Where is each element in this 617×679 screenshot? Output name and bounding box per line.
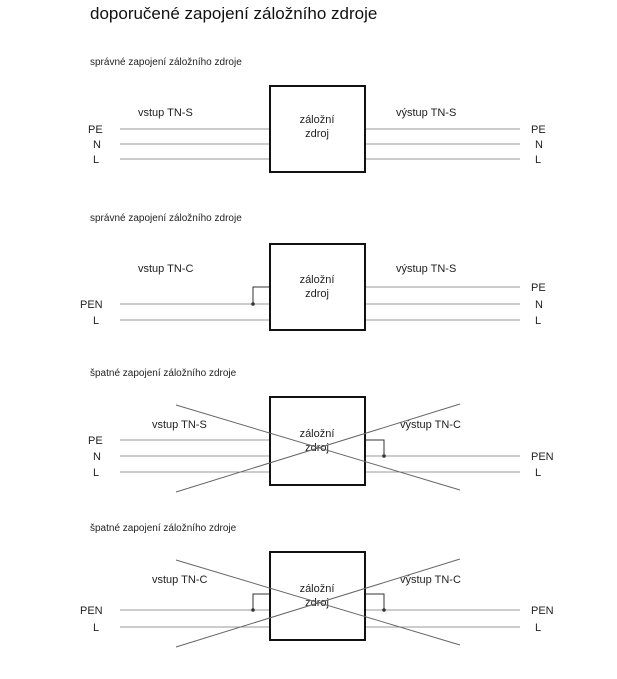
- section-1-left-n: N: [93, 139, 101, 151]
- section-2-input-label: vstup TN-C: [138, 263, 193, 275]
- section-1-output-label: výstup TN-S: [396, 107, 456, 119]
- section-4-right-pen: PEN: [531, 605, 554, 617]
- section-1-left-l: L: [93, 154, 99, 166]
- section-4-right-l: L: [535, 622, 541, 634]
- section-4-wires: [120, 609, 520, 628]
- section-3-wires: [120, 439, 520, 473]
- section-3: špatné zapojení záložního zdroje PE N L …: [88, 368, 554, 493]
- section-1-wires: [120, 128, 520, 160]
- section-4-pen-bridge-in: [251, 593, 270, 612]
- section-4-input-label: vstup TN-C: [152, 574, 207, 586]
- section-3-input-label: vstup TN-S: [152, 419, 207, 431]
- section-1-caption: správné zapojení záložního zdroje: [90, 57, 242, 68]
- section-1-box-line2: zdroj: [305, 128, 329, 140]
- section-4-left-pen: PEN: [80, 605, 103, 617]
- section-2-pen-bridge: [251, 286, 270, 306]
- section-3-left-n: N: [93, 451, 101, 463]
- section-4-box-line1: záložní: [300, 583, 335, 595]
- section-2-left-l: L: [93, 315, 99, 327]
- section-1-right-pe: PE: [531, 124, 546, 136]
- section-2-right-n: N: [535, 299, 543, 311]
- section-2-left-pen: PEN: [80, 299, 103, 311]
- section-4: špatné zapojení záložního zdroje PEN L P…: [80, 523, 554, 648]
- section-4-caption: špatné zapojení záložního zdroje: [90, 523, 237, 534]
- section-2-box-line1: záložní: [300, 274, 335, 286]
- section-2: správné zapojení záložního zdroje vstup …: [80, 213, 546, 331]
- section-4-ups-box: [269, 551, 366, 641]
- section-1-right-n: N: [535, 139, 543, 151]
- section-1-box-line1: záložní: [300, 114, 335, 126]
- page-title: doporučené zapojení záložního zdroje: [90, 4, 378, 23]
- section-3-box-line1: záložní: [300, 428, 335, 440]
- section-4-left-l: L: [93, 622, 99, 634]
- section-3-left-l: L: [93, 467, 99, 479]
- section-4-output-label: výstup TN-C: [400, 574, 461, 586]
- section-3-output-label: výstup TN-C: [400, 419, 461, 431]
- section-1: správné zapojení záložního zdroje vstup …: [88, 57, 546, 173]
- section-3-ups-box: [269, 396, 366, 486]
- section-3-caption: špatné zapojení záložního zdroje: [90, 368, 237, 379]
- section-4-cross-out: [175, 558, 461, 648]
- section-1-input-label: vstup TN-S: [138, 107, 193, 119]
- section-3-cross-out: [175, 403, 461, 493]
- section-1-ups-box: [269, 85, 366, 173]
- section-2-right-pe: PE: [531, 282, 546, 294]
- section-1-right-l: L: [535, 154, 541, 166]
- section-3-pen-bridge: [365, 439, 386, 458]
- section-3-right-pen: PEN: [531, 451, 554, 463]
- section-4-pen-bridge-out: [365, 593, 386, 612]
- section-2-right-l: L: [535, 315, 541, 327]
- section-1-left-pe: PE: [88, 124, 103, 136]
- section-3-left-pe: PE: [88, 435, 103, 447]
- section-2-ups-box: [269, 243, 366, 331]
- section-3-right-l: L: [535, 467, 541, 479]
- section-2-caption: správné zapojení záložního zdroje: [90, 213, 242, 224]
- section-2-output-label: výstup TN-S: [396, 263, 456, 275]
- section-2-wires: [120, 286, 520, 321]
- section-2-box-line2: zdroj: [305, 288, 329, 300]
